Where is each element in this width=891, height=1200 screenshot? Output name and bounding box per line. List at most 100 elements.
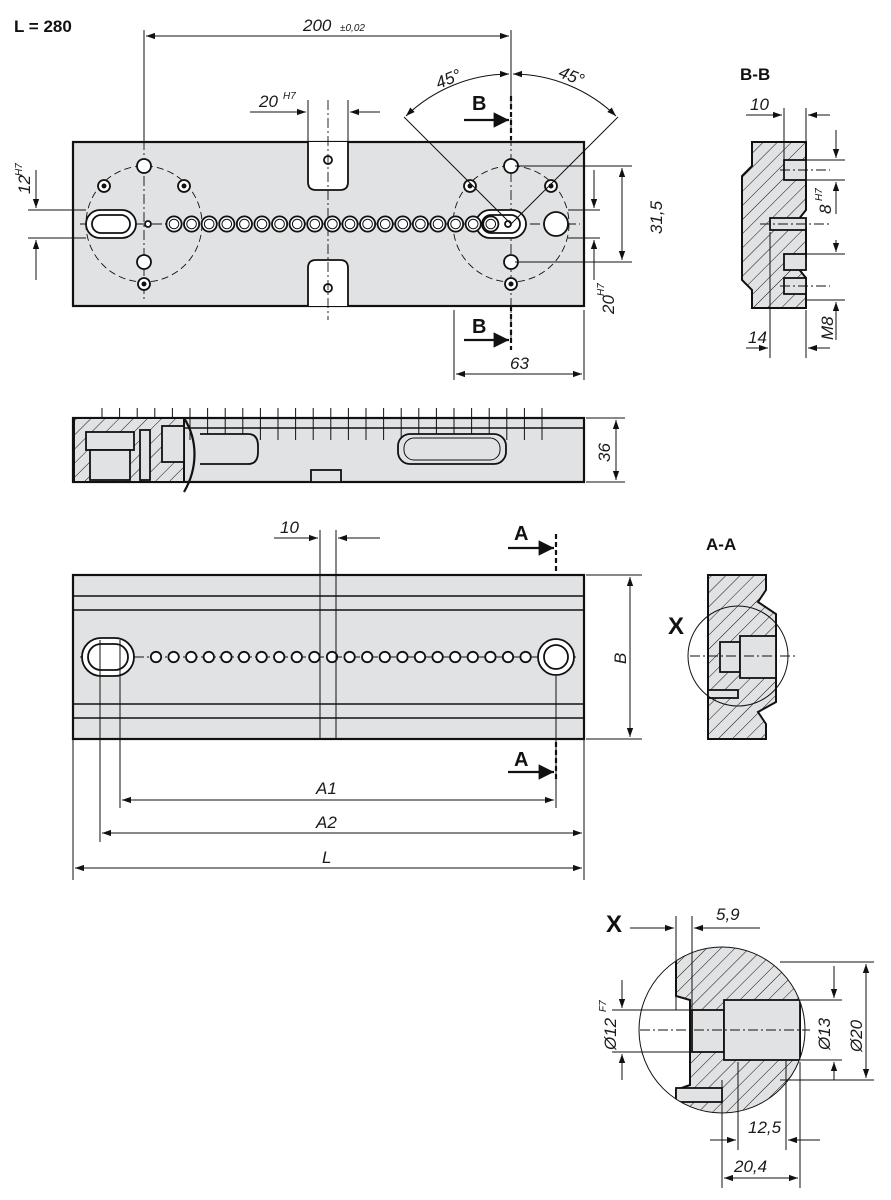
x-dim-d20: Ø20: [847, 1019, 866, 1053]
bottom-row-hole: [361, 650, 374, 664]
section-b-top: B: [472, 93, 486, 115]
top-row-hole-bore: [309, 218, 321, 230]
top-row-hole: [306, 215, 324, 233]
dim-200: 200: [302, 16, 332, 35]
top-row-hole: [253, 215, 271, 233]
dim-31-5: 31,5: [647, 200, 666, 234]
top-row-hole-bore: [362, 218, 373, 230]
section-aa: A-A X: [668, 535, 796, 740]
x-dim-12-5: 12,5: [748, 1118, 782, 1137]
bottom-row-hole: [290, 650, 303, 664]
bottom-view: 10 B A A A1 A2 L: [71, 518, 642, 880]
bottom-row-hole: [149, 650, 163, 664]
bottom-row-hole: [466, 650, 479, 664]
bottom-row-hole: [167, 650, 180, 664]
top-row-hole: [447, 215, 465, 233]
bottom-row-hole: [202, 650, 215, 664]
top-row-hole: [165, 215, 183, 233]
bottom-view-hole-row: [149, 650, 532, 664]
bottom-row-hole: [308, 650, 321, 664]
top-row-hole: [376, 215, 394, 233]
top-view: 200 ±0,02 45° 45° 20 H7 12 H7 31,5 20 H7: [14, 16, 666, 380]
top-row-hole-bore: [415, 218, 426, 230]
angle-right: 45°: [556, 63, 587, 90]
dim-l: L: [322, 848, 331, 867]
top-row-hole-bore: [397, 218, 409, 230]
top-row-hole-bore: [168, 218, 180, 230]
top-row-hole-bore: [186, 218, 197, 230]
x-dim-d13: Ø13: [815, 1017, 834, 1051]
dim-20-right: 20: [599, 295, 618, 315]
bb-dim-10: 10: [750, 95, 769, 114]
x-dim-5-9: 5,9: [716, 905, 740, 924]
section-bb: B-B 10 8 H7 M8 14: [740, 65, 845, 358]
detail-x: X 5,9 Ø12 F7 Ø13 Ø20: [598, 905, 874, 1188]
bb-dim-8: 8: [816, 204, 835, 214]
fit-20: H7: [283, 91, 296, 102]
bottom-row-hole: [273, 650, 286, 664]
x-fit-d12: F7: [598, 1000, 609, 1012]
top-row-hole: [218, 215, 236, 233]
bottom-row-hole: [396, 650, 409, 664]
top-row-hole-bore: [450, 218, 461, 230]
top-row-hole-bore: [379, 218, 391, 230]
bottom-row-hole: [237, 650, 251, 664]
bb-dim-m8: M8: [818, 316, 837, 340]
top-row-hole-bore: [203, 218, 215, 230]
bb-fit-8: H7: [814, 188, 825, 201]
dim-20: 20: [258, 92, 278, 111]
top-row-hole-bore: [274, 218, 285, 230]
top-row-hole: [394, 215, 412, 233]
top-view-hole-row: [165, 215, 500, 233]
fit-20-right: H7: [596, 283, 607, 296]
top-row-hole-bore: [327, 218, 338, 230]
bottom-row-hole: [185, 650, 198, 664]
top-row-hole-bore: [291, 218, 303, 230]
bottom-row-hole: [449, 650, 462, 664]
bottom-row-hole: [255, 650, 268, 664]
section-a-bottom: A: [514, 749, 528, 771]
top-row-hole: [271, 215, 289, 233]
section-aa-title: A-A: [706, 535, 736, 554]
bottom-row-hole: [501, 650, 515, 664]
top-row-hole: [411, 215, 429, 233]
section-aa-detail-ref: X: [668, 613, 684, 640]
side-view: 36: [71, 408, 625, 493]
bottom-row-hole: [220, 650, 233, 664]
top-row-hole: [341, 215, 359, 233]
top-row-hole: [183, 215, 201, 233]
fit-12: H7: [14, 163, 25, 176]
top-row-hole: [464, 215, 482, 233]
top-row-hole: [359, 215, 377, 233]
dim-10-bottom: 10: [280, 518, 299, 537]
top-row-hole-bore: [432, 218, 444, 230]
dim-b: B: [611, 653, 630, 664]
section-a-top: A: [514, 523, 528, 545]
top-row-hole-bore: [344, 218, 356, 230]
dim-63: 63: [510, 354, 529, 373]
bb-dim-14: 14: [748, 328, 767, 347]
top-row-hole-bore: [239, 218, 250, 230]
x-dim-d12: Ø12: [601, 1017, 620, 1051]
angle-left: 45°: [433, 65, 464, 92]
bottom-row-hole: [413, 650, 427, 664]
top-row-hole-bore: [467, 218, 479, 230]
top-row-hole-bore: [485, 218, 497, 230]
top-row-hole-bore: [221, 218, 233, 230]
dim-12: 12: [15, 175, 34, 194]
x-dim-20-4: 20,4: [733, 1157, 767, 1176]
section-bb-title: B-B: [740, 65, 770, 84]
tol-200: ±0,02: [340, 23, 365, 34]
bottom-row-hole: [519, 650, 532, 664]
bottom-row-hole: [325, 650, 339, 664]
bottom-row-hole: [343, 650, 356, 664]
top-row-hole: [200, 215, 218, 233]
top-row-hole: [235, 215, 253, 233]
section-b-bottom: B: [472, 316, 486, 338]
top-row-hole: [288, 215, 306, 233]
dim-a1: A1: [315, 779, 337, 798]
dim-a2: A2: [315, 813, 337, 832]
bottom-row-hole: [378, 650, 391, 664]
top-row-hole: [482, 215, 500, 233]
